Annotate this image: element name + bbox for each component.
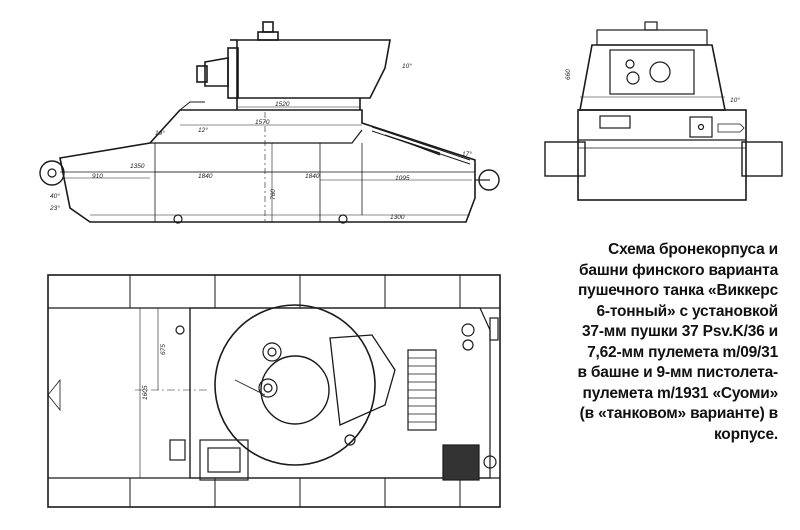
dim-turret-top: 1520 (275, 101, 290, 108)
dim-plan-length: 1605 (142, 385, 149, 400)
side-turret (196, 21, 391, 110)
dim-side-left-b: 23° (49, 204, 60, 212)
dim-rear-angle: 17° (462, 150, 472, 158)
side-hull (59, 109, 476, 223)
dim-front-angle-b: 12° (198, 126, 208, 134)
rear-port (649, 61, 671, 83)
front-idler (39, 160, 65, 186)
rear-hatch (689, 116, 713, 138)
side-louvres (371, 126, 471, 165)
figure-caption: Схема бронекорпуса и башни финского вари… (577, 241, 778, 443)
dim-hull-rear: 1840 (305, 173, 320, 180)
plan-driver-hatch (199, 439, 249, 481)
rear-hull (577, 109, 747, 201)
dim-plan-offset: 675 (160, 344, 167, 355)
dim-front-angle-a: 19° (155, 129, 165, 137)
plan-turret (214, 304, 376, 466)
plan-track-segments (129, 275, 461, 507)
plan-rear-hatch (442, 444, 480, 481)
rear-track-left (544, 141, 586, 177)
dim-nose: 910 (92, 173, 103, 180)
rear-view: 660 10° (544, 21, 783, 201)
plan-view: 675 1605 (47, 274, 501, 508)
dim-rear-width: 660 (565, 69, 572, 80)
dim-hull-top: 1570 (255, 119, 270, 126)
dim-turret-angle: 10° (402, 62, 412, 70)
side-view: 1520 10° 1570 1350 1840 1840 1095 910 13… (39, 21, 500, 224)
dim-rear-angle-view: 10° (730, 96, 740, 104)
dim-hull-front: 1840 (198, 173, 213, 180)
dim-side-left-a: 40° (50, 192, 60, 200)
dim-hull-upper-left: 1350 (130, 163, 145, 170)
side-deck (150, 129, 363, 144)
plan-hull (47, 274, 501, 508)
rear-turret (579, 44, 726, 111)
side-dimension-lines (62, 106, 472, 222)
dim-hull-height: 760 (270, 189, 277, 200)
dim-hull-bottom: 1300 (390, 214, 405, 221)
dim-rear-plate: 1095 (395, 175, 410, 182)
rear-track-right (741, 141, 783, 177)
